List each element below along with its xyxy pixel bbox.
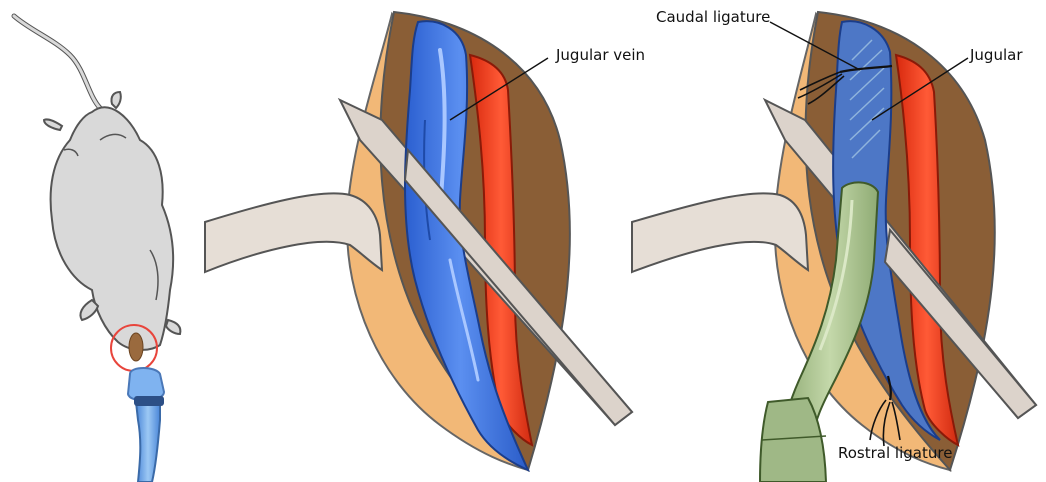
anesthesia-tube	[136, 402, 160, 482]
tube-connector	[134, 396, 164, 406]
rat-body	[51, 107, 174, 350]
nose-cone	[128, 368, 164, 401]
rostral-ligature-label: Rostral ligature	[838, 444, 952, 462]
cannulation-panel: Caudal ligature Jugular Rostral ligature	[632, 8, 1036, 482]
rat-tail	[14, 16, 100, 108]
rat-fore-foot-left	[80, 300, 98, 320]
jugular-3-label: Jugular	[969, 46, 1023, 64]
jugular-vein-label: Jugular vein	[555, 46, 645, 64]
rat-hind-foot-right	[111, 92, 120, 108]
rat-fore-foot-right	[166, 320, 180, 334]
exposure-panel: Jugular vein	[205, 12, 645, 470]
caudal-ligature-label: Caudal ligature	[656, 8, 770, 26]
incision-site	[129, 333, 143, 361]
rat-panel	[14, 16, 180, 482]
rat-hind-foot-left	[44, 119, 62, 130]
